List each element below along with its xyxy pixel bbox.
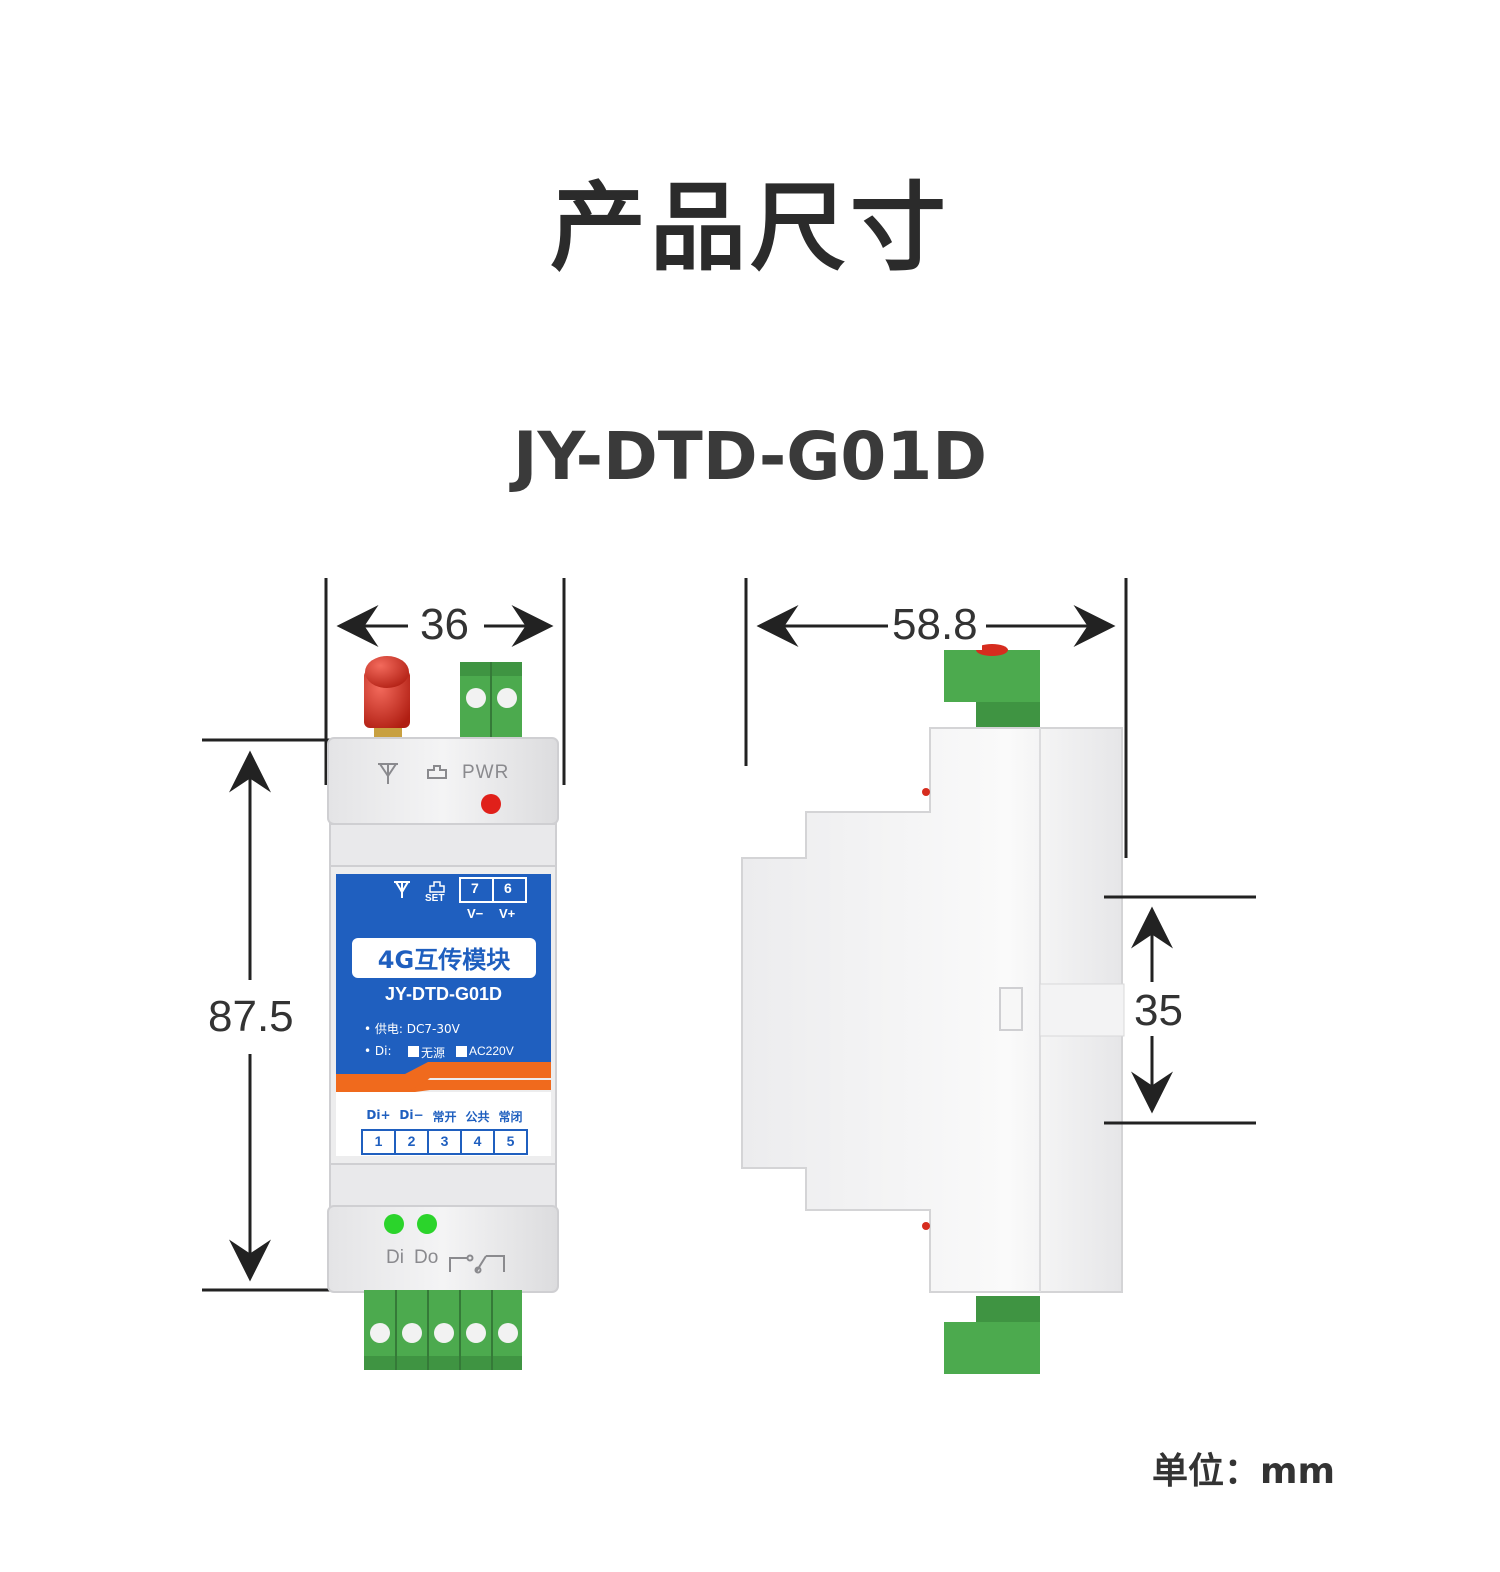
page-title: 产品尺寸 [550,172,950,284]
di-indicator-label: Di [386,1247,404,1268]
product-name: 4G互传模块 [377,946,511,974]
bottom-label-nc: 常闭 [498,1110,523,1124]
product-label [336,874,551,1156]
dim-side-depth: 58.8 [888,600,982,650]
dim-front-height: 87.5 [200,992,302,1042]
di-option-passive: 无源 [421,1046,446,1060]
top-terminal-7: 7 [471,880,479,896]
bottom-terminal-block [364,1290,522,1370]
bottom-label-com: 公共 [465,1110,490,1124]
pwr-label: PWR [462,762,510,783]
label-model: JY-DTD-G01D [384,984,503,1004]
set-label: SET [425,893,445,904]
do-indicator-label: Do [414,1247,439,1268]
di-option-ac220v: AC220V [469,1044,514,1058]
bottom-label-di-plus: Di+ [366,1108,391,1122]
power-spec: • 供电: DC7-30V [364,1022,460,1036]
set-button-icon [427,765,447,779]
di-led [384,1214,404,1234]
dim-din-rail: 35 [1126,986,1191,1036]
bottom-terminal-5: 5 [506,1133,515,1149]
top-terminal-6: 6 [504,880,512,896]
bottom-terminal-2: 2 [407,1133,416,1149]
v-minus-label: V− [467,906,484,921]
relay-contact-icon [449,1254,505,1274]
bottom-terminal-3: 3 [440,1133,449,1149]
side-case [741,644,1125,1374]
bottom-terminal-1: 1 [374,1133,383,1149]
power-led [481,794,501,814]
unit-label: 单位：mm [1151,1451,1335,1492]
antenna-icon [378,763,398,784]
top-terminal-block [460,662,522,742]
antenna-connector [364,656,410,742]
di-spec-prefix: • Di: [364,1044,392,1058]
bottom-label-di-minus: Di− [399,1108,424,1122]
model-title: JY-DTD-G01D [512,418,988,495]
bottom-terminal-4: 4 [473,1133,482,1149]
dim-front-width: 36 [412,600,477,650]
do-led [417,1214,437,1234]
bottom-label-no: 常开 [432,1110,457,1124]
v-plus-label: V+ [499,906,516,921]
